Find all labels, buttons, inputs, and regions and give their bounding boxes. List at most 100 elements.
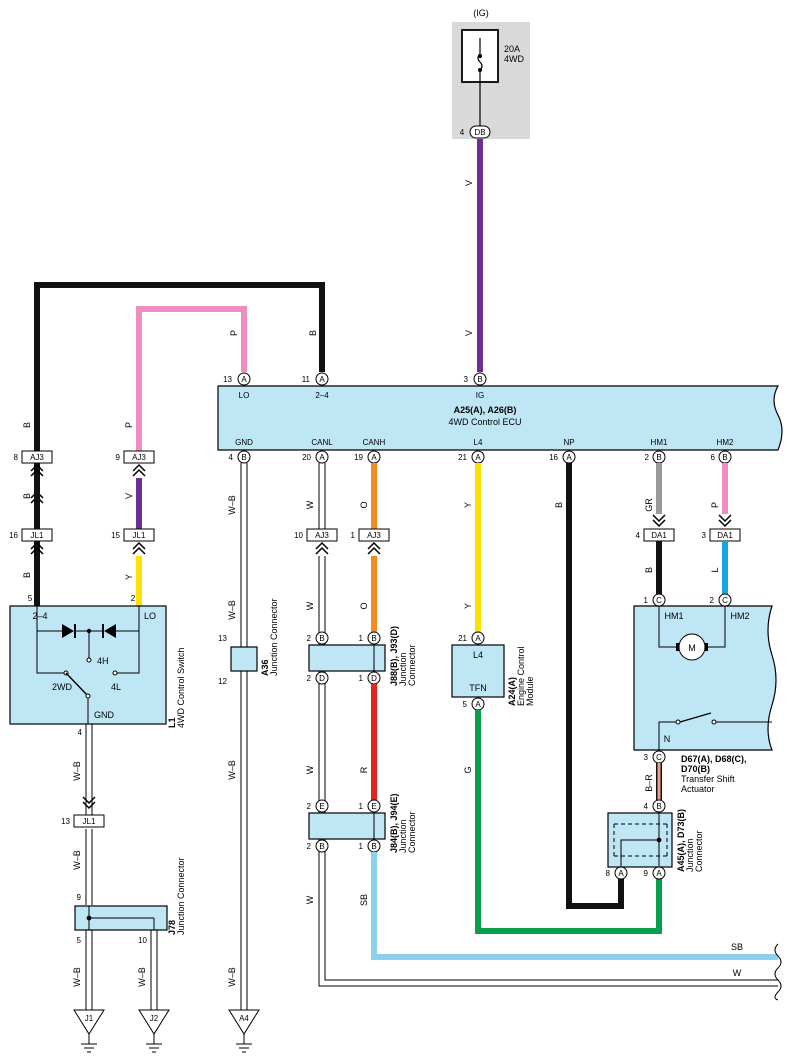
a45-pin-l [614,866,628,880]
switch-name: 4WD Control Switch [176,647,186,728]
fuse-connector-label: DB [474,128,485,137]
j88-name1: Junction [398,652,408,686]
wire-label-gr-hm1: GR [644,498,654,512]
ground-triangle-icon [73,1009,105,1035]
fuse-dot-icon [478,54,482,58]
wire-label-v-mid: V [464,330,474,336]
wire-b-np [566,463,624,909]
wire-label-b-np: B [554,502,564,508]
ecu-pin-l4-num: 21 [458,453,467,462]
ecu-pin-canh-num: 19 [354,453,363,462]
j88-pin-tr: 1 [359,634,364,643]
actuator-line [706,606,726,648]
ecu-pin-hm1-label: HM1 [651,438,668,447]
ecu-pin-hm1-num: 2 [645,453,650,462]
chevron-up-icon [30,463,44,477]
ecu-pin-gnd-num: 4 [229,453,234,462]
fuse-rating: 20A [504,44,520,54]
j88-name2: Connector [407,644,417,686]
a45-pin-top [652,799,666,813]
ecu-pin-hm2-conn: B [722,453,727,462]
j84-name2: Connector [407,811,417,853]
a36-code: A36 [260,659,270,676]
ecu-pin-gnd-conn: B [241,453,246,462]
j88-code: J88(B), J93(D) [389,626,399,686]
j84-pin-tr: 1 [359,802,364,811]
fuse-pin: 4 [460,128,465,137]
connector-da1-hm2-name: DA1 [717,531,733,540]
switch-code: L1 [167,717,177,728]
wire-label-wb-gnd1: W–B [227,495,237,515]
connector-jl1-y [123,528,155,542]
j84-conn-tl: E [319,802,324,811]
j84-body [308,812,386,840]
ecm-code: A24(A) [507,677,517,706]
ecu-pin-24-conn: A [319,375,325,384]
connector-aj3-p [123,450,155,464]
connector-aj3-canh-pin: 1 [351,531,356,540]
ecu-pin-lo-num: 13 [223,375,232,384]
wire-label-wb-j2: W–B [137,967,147,987]
fuse-connector [469,125,491,139]
ecm-pin-top-num: 21 [458,634,467,643]
connector-da1-hm1-name: DA1 [651,531,667,540]
wire-label-w-canl2: W [305,601,315,610]
ecu-pin-np-label: NP [563,438,574,447]
connector-aj3-canh [358,528,390,542]
wire-label-w-canl4: W [305,895,315,904]
ground-j1-label: J1 [85,1014,94,1023]
connector-jl1-gnd-name: JL1 [83,817,96,826]
a36-pin-top: 13 [218,634,227,643]
motor-brush-icon [705,643,708,651]
switch-pin-gnd: 4 [78,728,83,737]
j88-pin-bl: 2 [307,674,312,683]
ecu-pin-canl-conn: A [319,453,325,462]
a45-pin-l-num: 8 [606,869,611,878]
wire-label-o-canh2: O [359,602,369,609]
wire-label-p-hm2: P [710,502,720,508]
j88-conn-tl: B [319,634,324,643]
ecu-pin-lo [237,372,251,386]
ecu-pin-hm2-num: 6 [711,453,716,462]
ecm-body [451,644,505,698]
switch-label-2wd: 2WD [52,682,73,692]
chevron-down-icon [652,514,666,528]
j84-pin [315,839,329,853]
ecu-block: A25(A), A26(B) 4WD Control ECU A 13 LO A… [217,372,783,464]
ecu-pin-canh-label: CANH [363,438,386,447]
connector-jl1-y-pin: 15 [111,531,120,540]
chevron-up-icon [132,541,146,555]
ecu-pin-24 [315,372,329,386]
j88-pin [315,631,329,645]
contact-gnd-icon [85,693,91,699]
ecm-conn-bot: A [475,700,481,709]
wire-label-o-canh1: O [359,501,369,508]
wire-label-sb-right: SB [731,942,743,952]
a45-link [620,813,660,867]
ecu-body [217,385,783,451]
junction-dot-icon [86,915,92,921]
j78-pin-br: 10 [138,936,147,945]
actuator-pin-hm2-num: 2 [710,596,715,605]
a45-conn-r: A [656,869,662,878]
wire-label-b-left2: B [22,493,32,499]
contact-4h-icon [86,657,92,663]
actuator-name1: Transfer Shift [681,774,735,784]
a45-pin-r-num: 9 [644,869,649,878]
position-switch-arm-icon [679,712,712,723]
wire-label-y-l4b: Y [463,603,473,609]
ecu-pin-np-conn: A [566,453,572,462]
connector-aj3-b [21,450,53,464]
chevron-up-icon [315,541,329,555]
ecu-pin-canh-conn: A [371,453,377,462]
wire-label-y-l4a: Y [463,502,473,508]
wire-label-br-act: B–R [644,774,654,792]
ecu-title-code: A25(A), A26(B) [454,405,517,415]
switch-label-4l: 4L [111,682,121,692]
actuator-code1: D67(A), D68(C), [681,754,747,764]
ig-label: (IG) [473,8,489,18]
switch-line [117,631,140,674]
j78-code: J78 [167,920,177,935]
ecu-pin-gnd-label: GND [235,438,253,447]
